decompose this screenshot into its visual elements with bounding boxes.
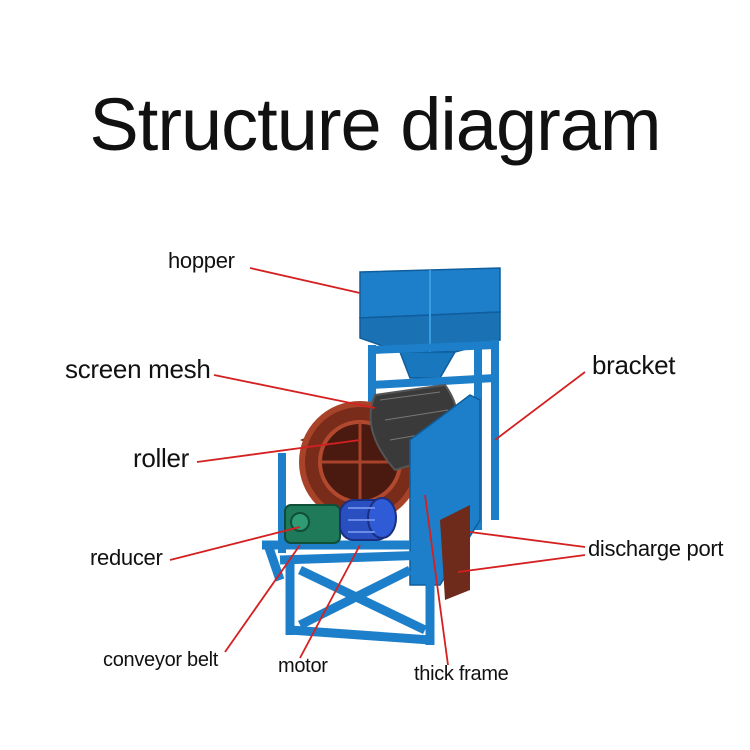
leader-discharge-port-1	[469, 531, 586, 548]
label-conveyor-belt: conveyor belt	[103, 649, 219, 671]
leader-hopper	[249, 267, 361, 294]
label-screen-mesh: screen mesh	[65, 354, 211, 384]
leader-bracket	[494, 371, 586, 441]
label-motor: motor	[278, 655, 328, 677]
hopper-shape	[359, 267, 501, 379]
label-discharge-port: discharge port	[588, 536, 724, 561]
leader-thick-frame	[424, 494, 449, 666]
thick-frame-shape	[262, 540, 435, 645]
label-bracket: bracket	[592, 350, 676, 380]
leader-motor	[299, 544, 361, 659]
label-roller: roller	[133, 443, 189, 473]
page-title: Structure diagram	[89, 83, 661, 166]
leader-lines	[169, 267, 586, 666]
leader-conveyor-belt	[224, 544, 301, 653]
leader-discharge-port-2	[457, 554, 586, 573]
label-hopper: hopper	[168, 248, 235, 273]
leader-screen-mesh	[213, 374, 376, 409]
leader-reducer	[169, 526, 301, 561]
motor-shape	[339, 497, 397, 541]
label-reducer: reducer	[90, 545, 163, 570]
leader-roller	[196, 439, 361, 463]
side-cover-shape	[409, 394, 481, 600]
reducer-shape	[284, 504, 341, 544]
label-thick-frame: thick frame	[414, 663, 509, 685]
